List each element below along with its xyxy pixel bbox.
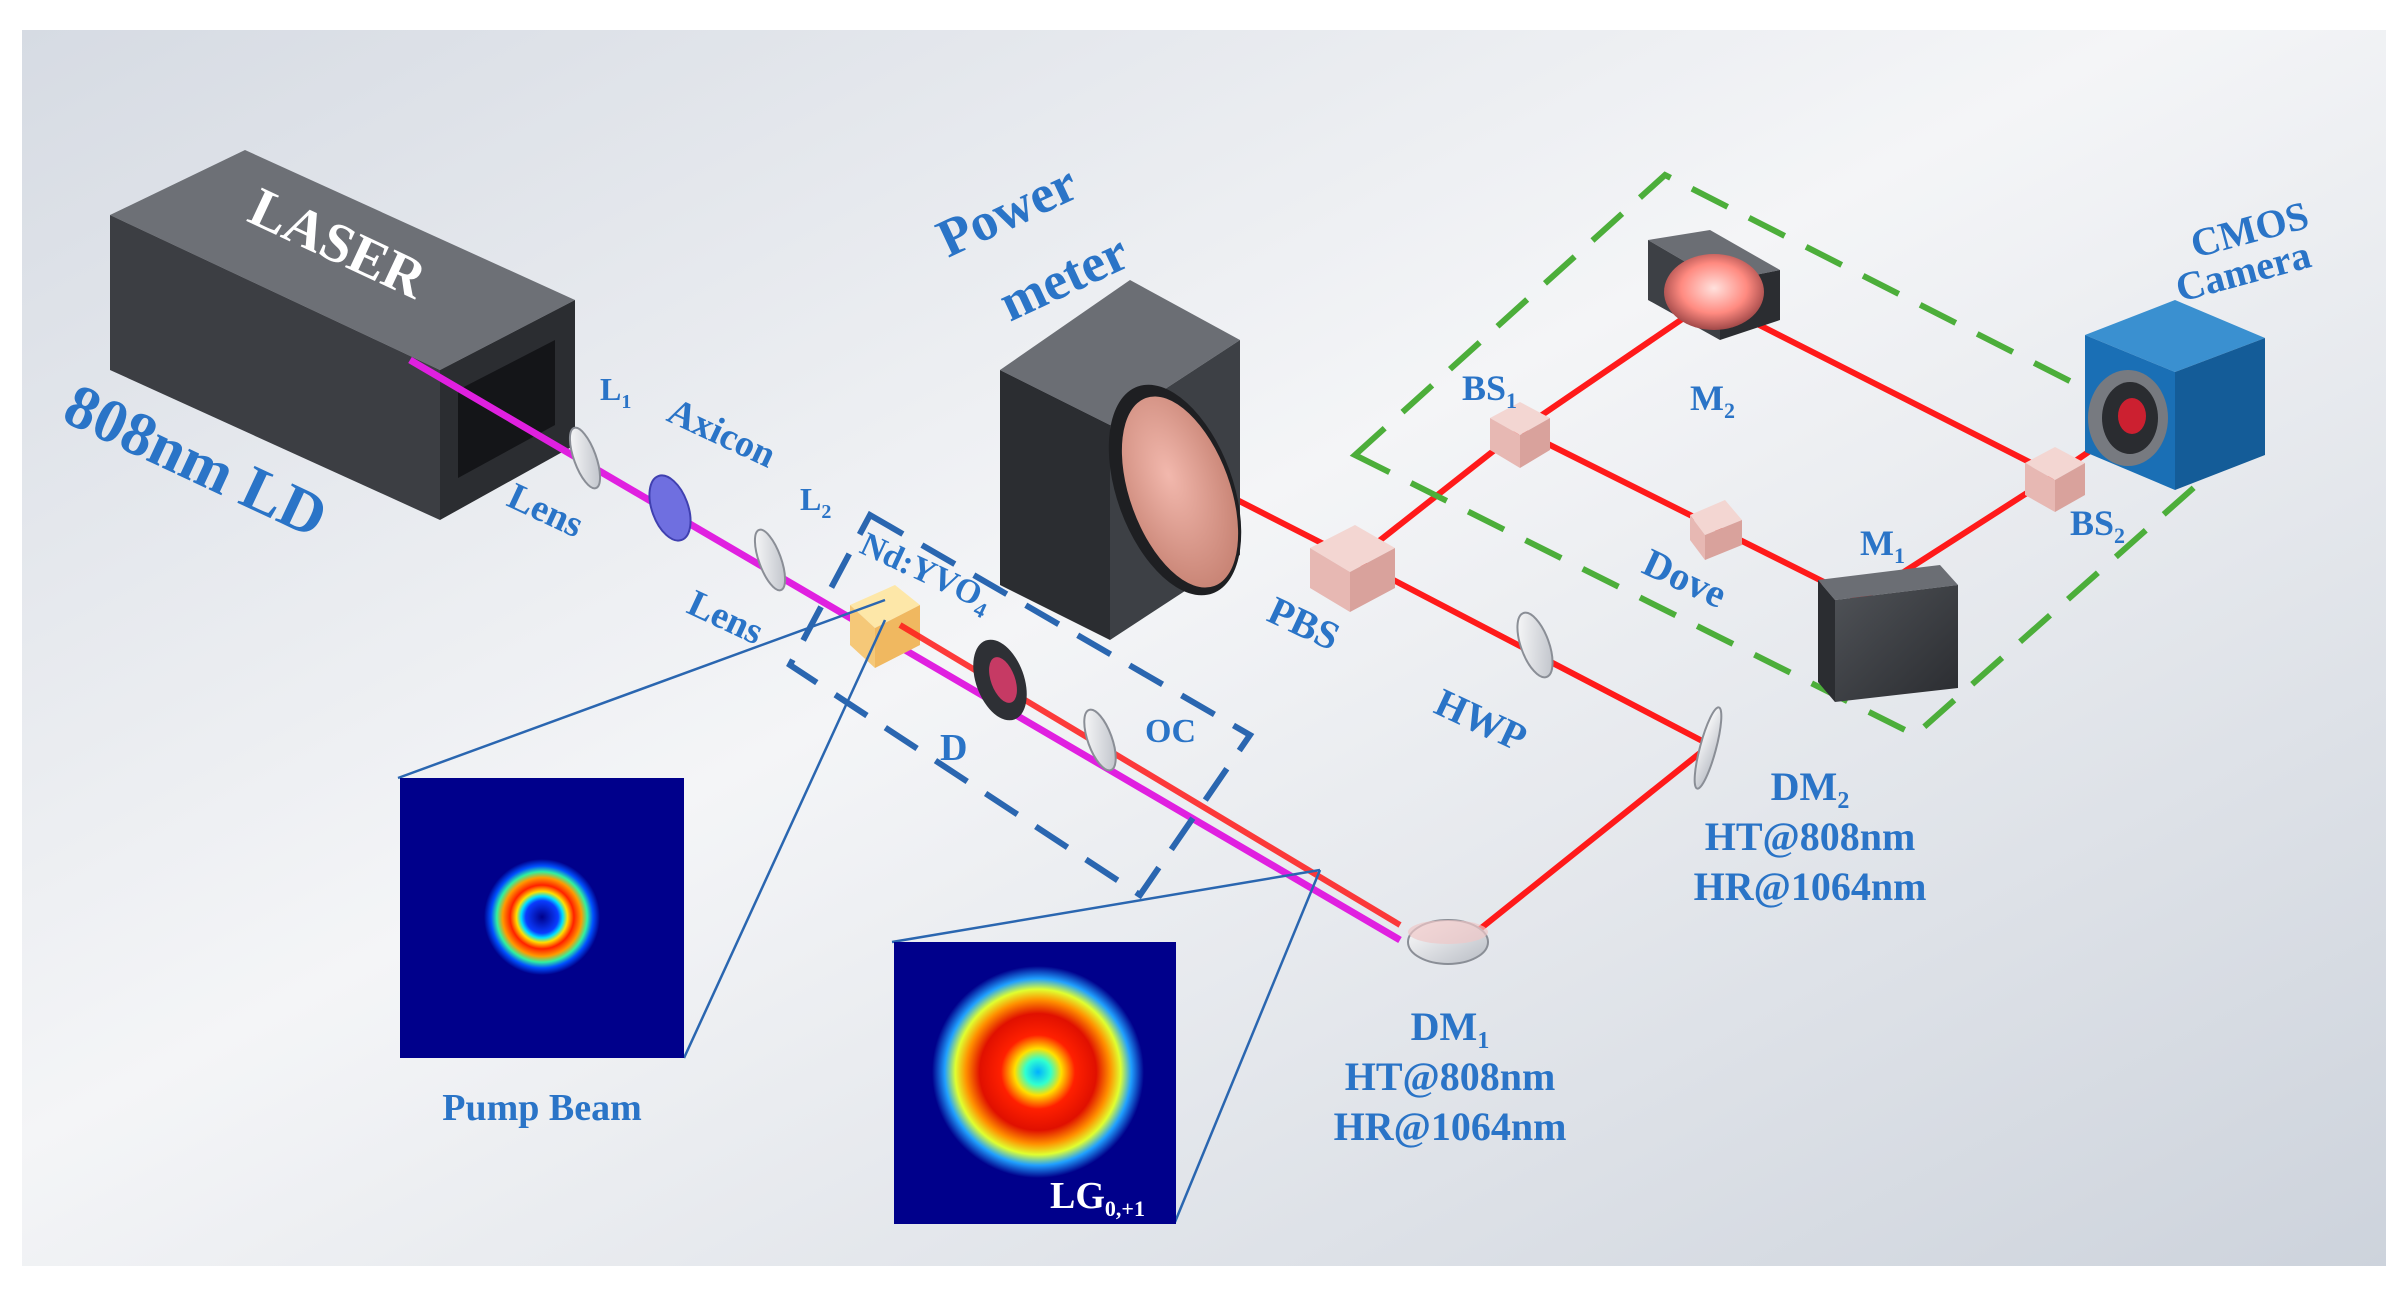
pump-inset-connector-bottom [682,619,887,1059]
l1-lens [568,426,602,490]
hwp-plate [1516,611,1554,679]
dm2-mirror [1693,706,1723,790]
beam-m2-bs2 [1708,297,2057,478]
beam-dm1-dm2 [1458,742,1712,948]
d-aperture [973,639,1027,721]
m1-label: M1 [1860,523,1905,568]
dm2-ht-label: HT@808nm [1705,814,1916,859]
pump-beam-caption: Pump Beam [442,1087,642,1129]
d-label: D [940,727,967,769]
oc-label: OC [1145,713,1196,750]
cmos-camera [2085,300,2265,490]
m1-mirror [1818,565,1958,702]
dm2-hr-label: HR@1064nm [1694,864,1927,909]
output-inset-connector-bottom [1173,869,1322,1223]
bs1-label: BS1 [1462,368,1517,413]
power-meter [1000,280,1242,640]
dm1-label: DM1 [1411,1004,1490,1054]
m2-label: M2 [1690,378,1735,423]
dm2-label: DM2 [1771,764,1850,814]
pump-beam-inset [400,778,684,1058]
axicon [648,474,692,542]
dm1-hr-label: HR@1064nm [1334,1104,1567,1149]
l1-label: L1 [600,371,631,413]
dove-prism [1690,500,1742,560]
dm1-mirror [1407,919,1489,965]
bs1-cube [1490,402,1550,468]
pbs-cube [1310,525,1395,612]
bs2-label: BS2 [2070,503,2125,548]
dm1-ht-label: HT@808nm [1345,1054,1556,1099]
pump-inset-connector-top [397,598,886,780]
l2-lens [753,528,787,592]
cavity-dashed-box [786,510,1255,900]
lg-mode-inset [894,942,1176,1224]
output-inset-connector-top [891,868,1321,944]
l2-label: L2 [800,481,831,523]
nd-yvo4-crystal [850,585,920,668]
m2-mirror [1648,230,1780,340]
laser-box: LASER [110,150,575,520]
lg-mode-label: LG0,+1 [1050,1175,1145,1221]
bs2-cube [2025,447,2085,512]
oc-mirror [1083,708,1117,772]
beam-bs1-m2 [1518,297,1712,433]
